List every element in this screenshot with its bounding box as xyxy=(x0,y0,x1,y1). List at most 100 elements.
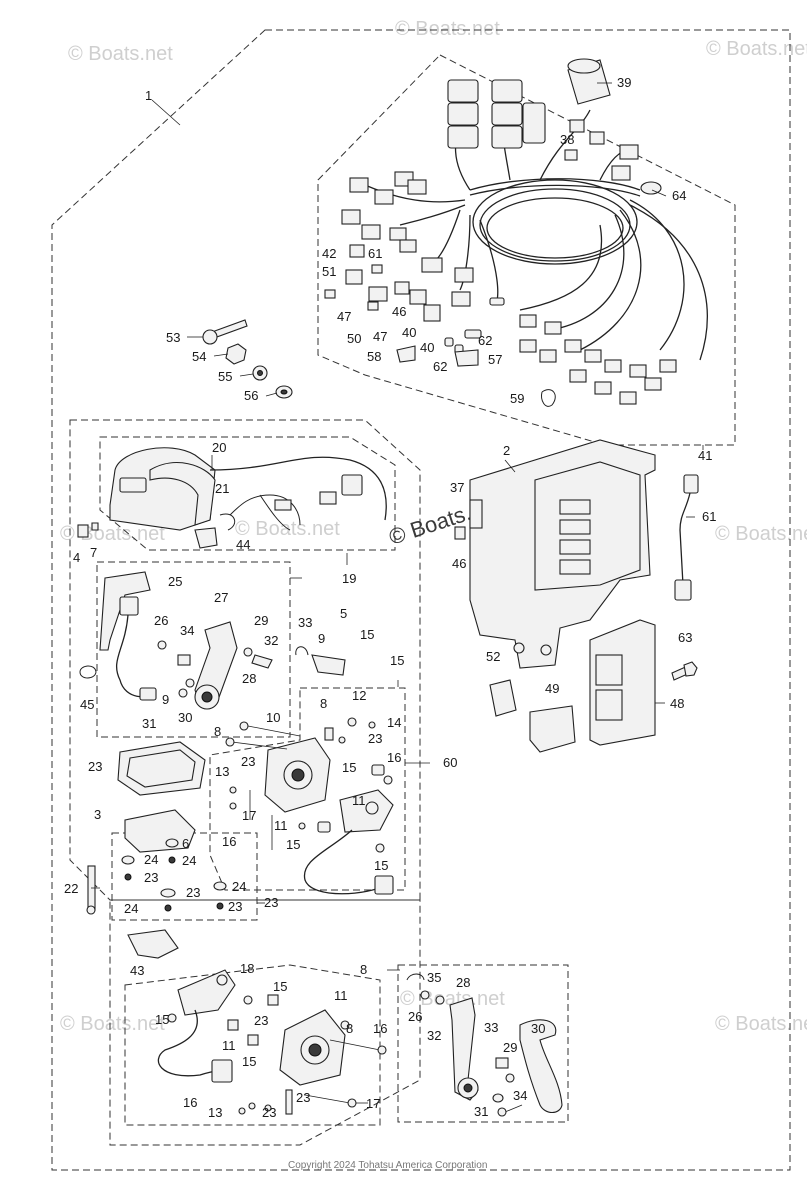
copyright-text: Copyright 2024 Tohatsu America Corporati… xyxy=(288,1160,487,1171)
switch-assembly-25 xyxy=(79,571,273,710)
callout-43: 48 xyxy=(670,696,684,711)
callout-14: 12 xyxy=(352,688,366,703)
callout-48: 49 xyxy=(545,681,559,696)
callout-8: 16 xyxy=(373,1021,387,1036)
outline-harness-41 xyxy=(317,54,736,446)
callout-23: 13 xyxy=(215,764,229,779)
callout-30: 31 xyxy=(474,1104,488,1119)
callout-13: 23 xyxy=(296,1090,310,1105)
callout-29: 33 xyxy=(484,1020,498,1035)
callout-23: 24 xyxy=(124,901,138,916)
watermark: © Boats.net xyxy=(715,523,807,545)
outline-assembly-10 xyxy=(209,687,406,891)
callout-11: 23 xyxy=(254,1013,268,1028)
callout-28: 32 xyxy=(264,633,278,648)
callout-23: 24 xyxy=(182,853,196,868)
callout-11: 11 xyxy=(274,818,288,833)
callout-16: 23 xyxy=(368,731,382,746)
callout-20: 20 xyxy=(212,440,226,455)
callout-11: 15 xyxy=(273,979,287,994)
callout-45: 31 xyxy=(142,716,156,731)
callout-54: 54 xyxy=(192,349,206,364)
callout-16: 11 xyxy=(334,988,348,1003)
gaskets xyxy=(117,741,206,853)
watermark: © Boats.net xyxy=(395,18,500,40)
callout-9: 33 xyxy=(298,615,312,630)
hardware-kit-22 xyxy=(121,838,227,912)
bracket-37 xyxy=(454,439,656,669)
outline-assembly-35 xyxy=(397,964,569,1123)
callout-55: 55 xyxy=(218,369,232,384)
callout-41: 41 xyxy=(698,448,712,463)
callout-52: 63 xyxy=(678,630,692,645)
callout-24: 6 xyxy=(182,836,189,851)
callout-26: 27 xyxy=(214,590,228,605)
callout-17: 23 xyxy=(241,754,255,769)
callout-33: 32 xyxy=(427,1028,441,1043)
callout-8: 10 xyxy=(266,710,280,725)
callout-23: 16 xyxy=(183,1095,197,1110)
callout-23: 16 xyxy=(222,834,236,849)
callout-47: 47 xyxy=(373,329,387,344)
callout-34: 29 xyxy=(503,1040,517,1055)
callout-47: 47 xyxy=(337,309,351,324)
callout-23: 23 xyxy=(228,899,242,914)
callout-6: 3 xyxy=(94,807,101,822)
callout-37: 2 xyxy=(503,443,510,458)
callout-38: 38 xyxy=(560,132,574,147)
callout-15: 15 xyxy=(155,1012,169,1027)
callout-15: 15 xyxy=(360,627,374,642)
callout-7: 7 xyxy=(90,545,97,560)
callout-40: 40 xyxy=(402,325,416,340)
callout-labels: 1 39 38 64 42 61 51 47 47 50 46 40 40 62… xyxy=(64,75,716,1120)
callout-13: 15 xyxy=(286,837,300,852)
callout-11: 15 xyxy=(342,760,356,775)
callout-30: 9 xyxy=(162,692,169,707)
callout-49: 52 xyxy=(486,649,500,664)
callout-39: 39 xyxy=(617,75,631,90)
callout-16: 17 xyxy=(242,808,256,823)
callout-61: 46 xyxy=(452,556,466,571)
callout-31: 30 xyxy=(178,710,192,725)
callout-50: 50 xyxy=(347,331,361,346)
callout-42: 42 xyxy=(322,246,336,261)
lower-sensor-assembly xyxy=(157,969,387,1115)
callout-56: 56 xyxy=(244,388,258,403)
callout-21: 21 xyxy=(215,481,229,496)
callout-19: 19 xyxy=(342,571,356,586)
callout-22: 23 xyxy=(264,895,278,910)
callout-61: 61 xyxy=(368,246,382,261)
callout-60: 22 xyxy=(64,881,78,896)
outline-lower-sensor xyxy=(124,964,381,1126)
callout-15: 15 xyxy=(374,858,388,873)
callout-64: 64 xyxy=(672,188,686,203)
callout-62: 62 xyxy=(478,333,492,348)
callout-23: 13 xyxy=(208,1105,222,1120)
callout-15: 16 xyxy=(387,750,401,765)
callout-36: 30 xyxy=(531,1021,545,1036)
sensor-assembly-10 xyxy=(225,646,394,895)
watermark: © Boats.net xyxy=(60,523,165,545)
callout-57: 57 xyxy=(488,352,502,367)
callout-29: 34 xyxy=(180,623,194,638)
lever-assembly-35 xyxy=(406,973,563,1117)
outline-assembly-19 xyxy=(99,436,396,551)
callout-53: 53 xyxy=(166,330,180,345)
callout-4: 4 xyxy=(73,550,80,565)
callout-16: 15 xyxy=(242,1054,256,1069)
callout-32: 26 xyxy=(408,1009,422,1024)
callout-23: 8 xyxy=(346,1021,353,1036)
callout-35: 8 xyxy=(360,962,367,977)
callout-1: 1 xyxy=(145,88,152,103)
callout-33: 28 xyxy=(242,671,256,686)
watermark: © Boats.net xyxy=(68,43,173,65)
callout-32: 29 xyxy=(254,613,268,628)
callout-24: 24 xyxy=(144,852,158,867)
callout-46: 46 xyxy=(392,304,406,319)
watermark: © Boats.net xyxy=(706,38,807,60)
callout-9: 45 xyxy=(80,697,94,712)
outline-assembly-25 xyxy=(96,561,291,738)
callout-51: 51 xyxy=(322,264,336,279)
callout-24: 23 xyxy=(186,885,200,900)
callout-40: 40 xyxy=(420,340,434,355)
